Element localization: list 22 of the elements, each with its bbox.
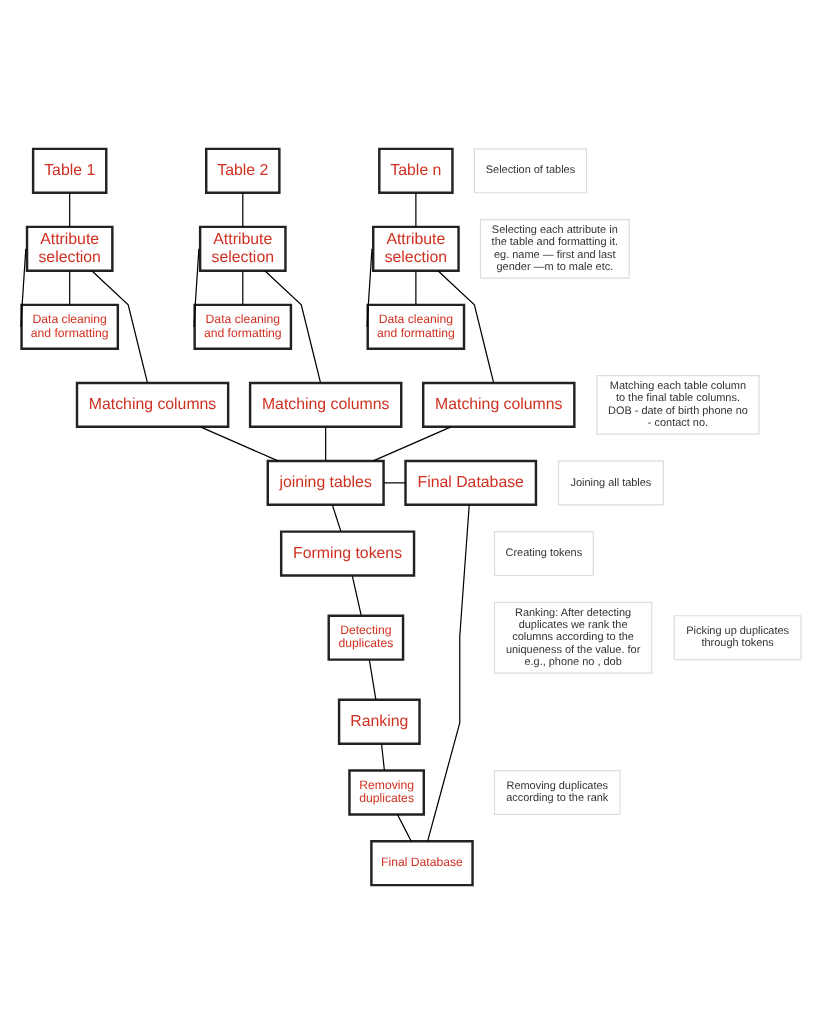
connector bbox=[415, 192, 417, 228]
connector bbox=[383, 482, 406, 484]
connector bbox=[366, 248, 373, 328]
connector bbox=[193, 248, 200, 328]
connector bbox=[351, 575, 362, 616]
connector bbox=[331, 504, 342, 533]
connector bbox=[396, 813, 412, 842]
connector bbox=[437, 270, 495, 384]
connector bbox=[372, 426, 452, 462]
connector bbox=[325, 426, 327, 462]
connector bbox=[415, 270, 417, 306]
connector bbox=[264, 270, 322, 384]
connector bbox=[20, 248, 27, 328]
connector bbox=[242, 270, 244, 306]
connector bbox=[69, 192, 71, 228]
connector bbox=[69, 270, 71, 306]
connector bbox=[91, 270, 148, 384]
connector bbox=[242, 192, 244, 228]
connector bbox=[368, 659, 377, 700]
connector bbox=[199, 426, 279, 462]
connector bbox=[380, 743, 385, 772]
connector bbox=[427, 504, 470, 842]
